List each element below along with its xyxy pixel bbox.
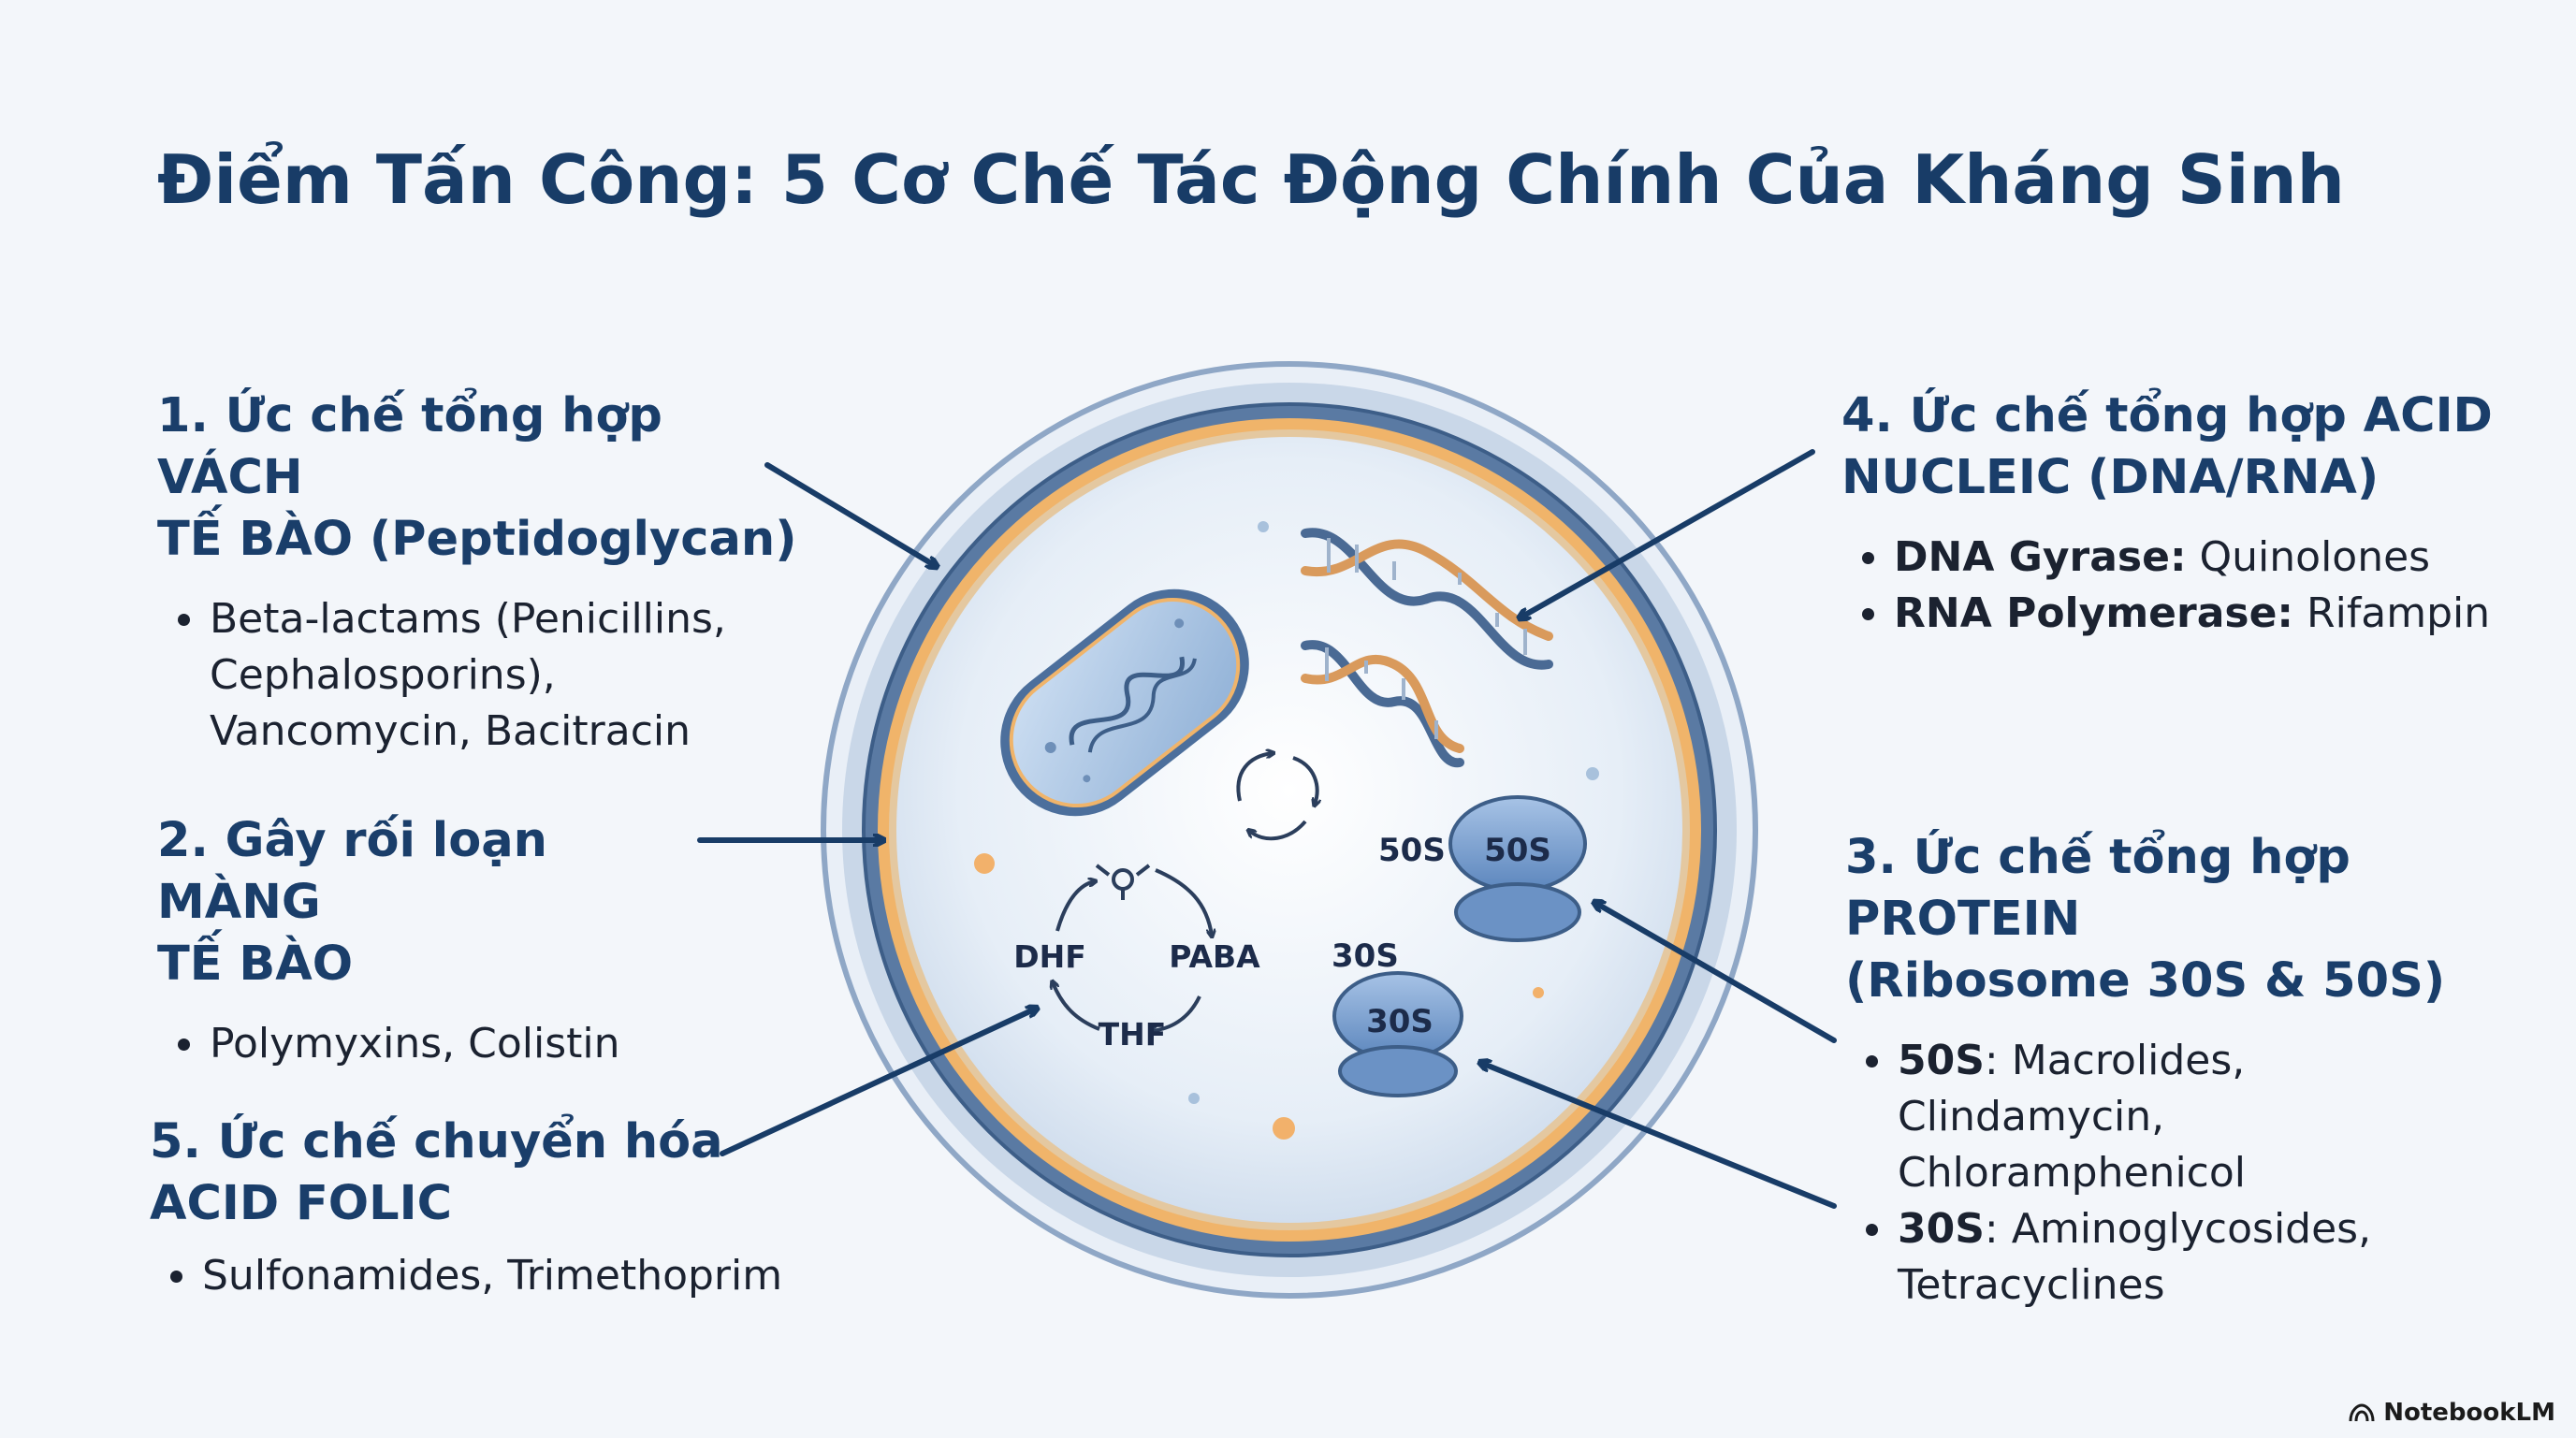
ribosome-30s-icon bbox=[1332, 971, 1463, 1097]
brand-badge: NotebookLM bbox=[2348, 1399, 2555, 1427]
arrow-cell-wall bbox=[764, 462, 936, 566]
dna-helix-icon bbox=[1301, 640, 1464, 768]
folate-thf-label: THF bbox=[1099, 1016, 1167, 1053]
list-item: Sulfonamides, Trimethoprim bbox=[150, 1248, 861, 1304]
bacterium-icon bbox=[1000, 588, 1249, 817]
heading-line: (Ribosome 30S & 50S) bbox=[1845, 953, 2446, 1009]
heading-line: 5. Ức chế chuyển hóa bbox=[150, 1114, 723, 1169]
ribosome-30s-outer-label: 30S bbox=[1332, 937, 1399, 975]
ribosome-30s-inner-label: 30S bbox=[1366, 1003, 1434, 1040]
ribosome-50s-outer-label: 50S bbox=[1378, 832, 1446, 869]
heading-line: 1. Ức chế tổng hợp VÁCH bbox=[157, 388, 662, 505]
mechanism-heading: 5. Ức chế chuyển hóa ACID FOLIC bbox=[150, 1111, 861, 1235]
list-item: 50S: Macrolides, Clindamycin, Chloramphe… bbox=[1845, 1033, 2538, 1201]
bacterial-cell bbox=[821, 361, 1758, 1299]
arrow-nucleic-acid bbox=[1521, 449, 1815, 617]
mechanism-nucleic-acid: 4. Ức chế tổng hợp ACID NUCLEIC (DNA/RNA… bbox=[1841, 385, 2553, 642]
heading-line: 2. Gây rối loạn MÀNG bbox=[157, 813, 547, 930]
particle bbox=[1586, 767, 1599, 780]
list-item: RNA Polymerase: Rifampin bbox=[1841, 586, 2553, 642]
mechanism-heading: 4. Ức chế tổng hợp ACID NUCLEIC (DNA/RNA… bbox=[1841, 385, 2553, 509]
particle bbox=[1273, 1117, 1295, 1140]
mechanism-heading: 2. Gây rối loạn MÀNG TẾ BÀO bbox=[157, 810, 719, 995]
particle bbox=[1533, 987, 1544, 998]
mechanism-cell-membrane: 2. Gây rối loạn MÀNG TẾ BÀO Polymyxins, … bbox=[157, 810, 719, 1072]
mechanism-heading: 1. Ức chế tổng hợp VÁCH TẾ BÀO (Peptidog… bbox=[157, 385, 812, 571]
arrow-ribosome-30s bbox=[1481, 1063, 1837, 1209]
list-item: DNA Gyrase: Quinolones bbox=[1841, 530, 2553, 586]
heading-line: ACID FOLIC bbox=[150, 1176, 453, 1231]
heading-line: NUCLEIC (DNA/RNA) bbox=[1841, 450, 2380, 505]
page-title: Điểm Tấn Công: 5 Cơ Chế Tác Động Chính C… bbox=[157, 140, 2345, 219]
heading-line: PROTEIN bbox=[1845, 892, 2081, 947]
folate-cycle-icon bbox=[1053, 864, 1212, 1031]
ribosome-50s-icon bbox=[1448, 795, 1587, 942]
folate-paba-label: PABA bbox=[1169, 938, 1260, 975]
list-item: Beta-lactams (Penicillins, Cephalosporin… bbox=[157, 591, 812, 760]
particle bbox=[974, 853, 995, 874]
arrow-folic-acid bbox=[720, 1009, 1036, 1156]
list-item: Polymyxins, Colistin bbox=[157, 1016, 719, 1072]
folate-dhf-label: DHF bbox=[1013, 938, 1086, 975]
mechanism-cell-wall: 1. Ức chế tổng hợp VÁCH TẾ BÀO (Peptidog… bbox=[157, 385, 812, 760]
recycle-cycle-icon bbox=[1236, 753, 1317, 841]
ribosome-50s-inner-label: 50S bbox=[1484, 832, 1551, 869]
list-item: 30S: Aminoglycosides, Tetracyclines bbox=[1845, 1201, 2538, 1314]
arrow-ribosome-50s bbox=[1595, 903, 1837, 1043]
mechanism-folic-acid: 5. Ức chế chuyển hóa ACID FOLIC Sulfonam… bbox=[150, 1111, 861, 1304]
dna-helix-icon bbox=[1301, 528, 1553, 670]
heading-line: 4. Ức chế tổng hợp ACID bbox=[1841, 388, 2493, 443]
mechanism-protein: 3. Ức chế tổng hợp PROTEIN (Ribosome 30S… bbox=[1845, 827, 2538, 1314]
heading-line: TẾ BÀO bbox=[157, 937, 354, 992]
particle bbox=[1258, 521, 1269, 532]
heading-line: 3. Ức chế tổng hợp bbox=[1845, 830, 2350, 885]
particle bbox=[1188, 1093, 1200, 1104]
heading-line: TẾ BÀO (Peptidoglycan) bbox=[157, 512, 797, 567]
mechanism-heading: 3. Ức chế tổng hợp PROTEIN (Ribosome 30S… bbox=[1845, 827, 2538, 1012]
brand-name: NotebookLM bbox=[2383, 1399, 2555, 1427]
notebooklm-logo-icon bbox=[2349, 1403, 2375, 1422]
